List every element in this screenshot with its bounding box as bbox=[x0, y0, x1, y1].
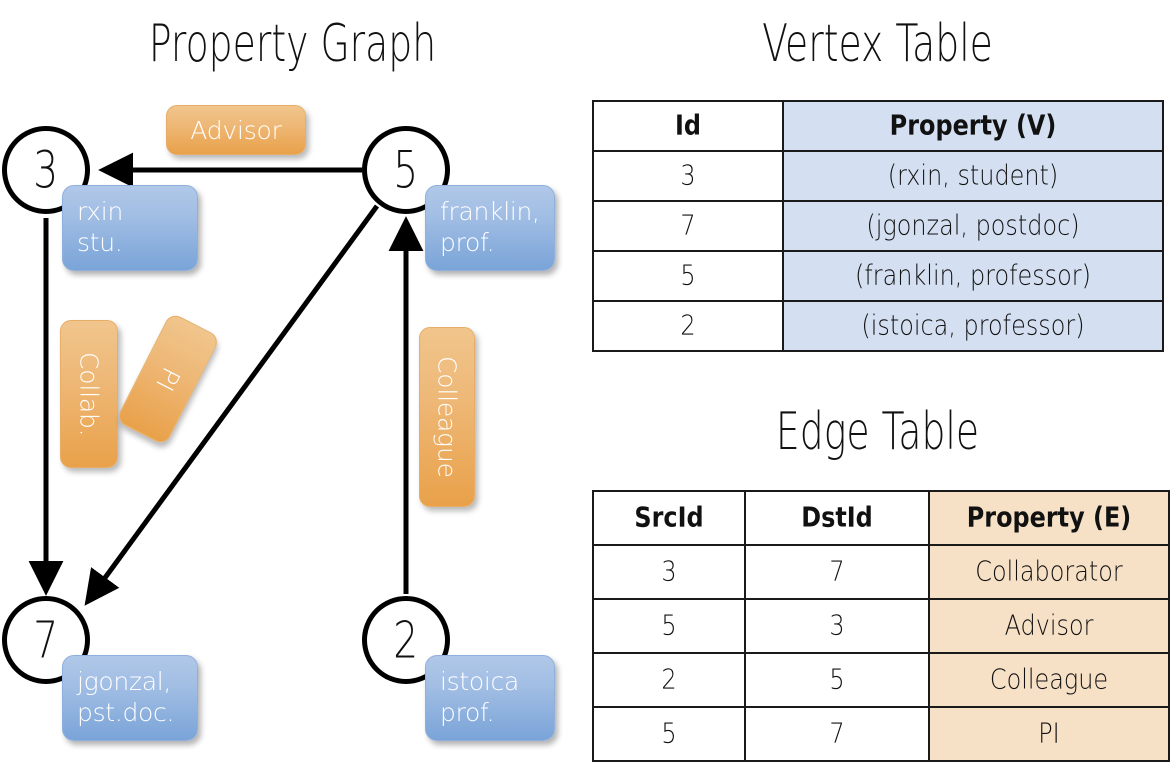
edge-table-cell-dstid: 7 bbox=[744, 706, 930, 762]
vertex-node-2-label: 2 bbox=[393, 610, 419, 670]
table-row: 2 (istoica, professor) bbox=[592, 300, 1164, 352]
edge-label-advisor-text: Advisor bbox=[190, 115, 282, 145]
edge-table-header-dstid: DstId bbox=[744, 490, 930, 546]
edge-label-collab-text: Collab. bbox=[74, 351, 104, 437]
edge-table-header-row: SrcId DstId Property (E) bbox=[592, 490, 1170, 546]
edge-table-cell-property: Collaborator bbox=[928, 544, 1170, 600]
table-row: 5 3 Advisor bbox=[592, 598, 1170, 654]
edge-table-cell-dstid: 3 bbox=[744, 598, 930, 654]
vertex-table-cell-property: (istoica, professor) bbox=[782, 300, 1164, 352]
vertex-node-5-label: 5 bbox=[393, 140, 419, 200]
page-title-edge-table: Edge Table bbox=[775, 400, 980, 462]
vertex-table-cell-id: 3 bbox=[592, 150, 784, 202]
vertex-property-box-2-line1: istoica bbox=[440, 667, 519, 696]
vertex-node-7-label: 7 bbox=[33, 610, 59, 670]
vertex-property-box-5-line2: prof. bbox=[440, 228, 495, 258]
page-title-vertex-table: Vertex Table bbox=[762, 12, 993, 74]
table-row: 5 7 PI bbox=[592, 706, 1170, 762]
edge-label-colleague[interactable]: Colleague bbox=[419, 327, 475, 507]
vertex-property-box-7-line1: jgonzal, bbox=[77, 667, 172, 696]
vertex-table-header-id: Id bbox=[592, 100, 784, 152]
vertex-table-cell-property: (franklin, professor) bbox=[782, 250, 1164, 302]
vertex-table-cell-property: (jgonzal, postdoc) bbox=[782, 200, 1164, 252]
vertex-table: Id Property (V) 3 (rxin, student) 7 (jgo… bbox=[592, 100, 1164, 352]
table-row: 7 (jgonzal, postdoc) bbox=[592, 200, 1164, 252]
vertex-node-3-label: 3 bbox=[33, 140, 59, 200]
edge-table-header-srcid: SrcId bbox=[592, 490, 746, 546]
vertex-property-box-7[interactable]: jgonzal, pst.doc. bbox=[62, 655, 198, 741]
page-title-property-graph: Property Graph bbox=[148, 12, 437, 74]
vertex-property-box-5-line1: franklin, bbox=[440, 197, 540, 226]
property-graph-diagram: 3 5 7 2 rxin stu. franklin, prof. jgonza… bbox=[0, 0, 585, 760]
edge-table-cell-srcid: 5 bbox=[592, 706, 746, 762]
table-row: 2 5 Colleague bbox=[592, 652, 1170, 708]
vertex-property-box-3[interactable]: rxin stu. bbox=[62, 185, 198, 271]
vertex-table-cell-id: 2 bbox=[592, 300, 784, 352]
edge-table-cell-property: Colleague bbox=[928, 652, 1170, 708]
edge-5-to-7-pi bbox=[84, 204, 380, 606]
edge-table: SrcId DstId Property (E) 3 7 Collaborato… bbox=[592, 490, 1170, 762]
edge-table-cell-dstid: 7 bbox=[744, 544, 930, 600]
vertex-property-box-3-line2: stu. bbox=[77, 228, 123, 258]
vertex-table-cell-property: (rxin, student) bbox=[782, 150, 1164, 202]
vertex-property-box-7-line2: pst.doc. bbox=[77, 698, 175, 728]
edge-label-advisor[interactable]: Advisor bbox=[166, 105, 306, 155]
table-row: 3 (rxin, student) bbox=[592, 150, 1164, 202]
vertex-table-header-row: Id Property (V) bbox=[592, 100, 1164, 152]
vertex-property-box-5[interactable]: franklin, prof. bbox=[425, 185, 555, 271]
vertex-table-cell-id: 7 bbox=[592, 200, 784, 252]
edge-table-cell-property: PI bbox=[928, 706, 1170, 762]
vertex-table-cell-id: 5 bbox=[592, 250, 784, 302]
edge-table-header-property: Property (E) bbox=[928, 490, 1170, 546]
edge-label-colleague-text: Colleague bbox=[432, 356, 462, 478]
vertex-property-box-2-line2: prof. bbox=[440, 698, 495, 728]
table-row: 5 (franklin, professor) bbox=[592, 250, 1164, 302]
edge-table-cell-srcid: 5 bbox=[592, 598, 746, 654]
edge-table-cell-srcid: 3 bbox=[592, 544, 746, 600]
vertex-property-box-3-line1: rxin bbox=[77, 197, 123, 226]
edge-label-pi-text: PI bbox=[150, 362, 186, 396]
edge-table-cell-srcid: 2 bbox=[592, 652, 746, 708]
table-row: 3 7 Collaborator bbox=[592, 544, 1170, 600]
vertex-table-header-property: Property (V) bbox=[782, 100, 1164, 152]
vertex-node-2[interactable]: 2 bbox=[362, 596, 450, 684]
edge-label-collab[interactable]: Collab. bbox=[60, 320, 118, 468]
vertex-node-5[interactable]: 5 bbox=[362, 126, 450, 214]
edge-table-cell-property: Advisor bbox=[928, 598, 1170, 654]
graph-edges-layer bbox=[28, 152, 424, 606]
edge-table-cell-dstid: 5 bbox=[744, 652, 930, 708]
vertex-property-box-2[interactable]: istoica prof. bbox=[425, 655, 555, 741]
